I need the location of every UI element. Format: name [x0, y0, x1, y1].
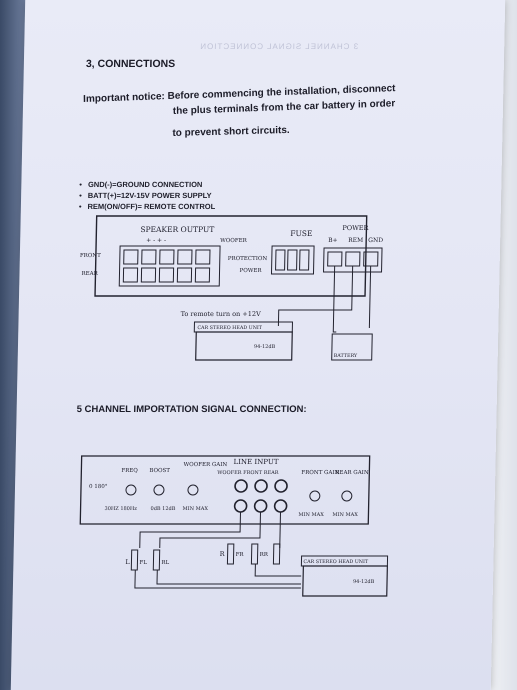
- section-heading-connections: 3, CONNECTIONS: [85, 58, 176, 70]
- remote-note: To remote turn on +12V: [181, 310, 262, 318]
- front-min-max: MIN MAX: [298, 512, 324, 518]
- cable-right: [279, 512, 282, 548]
- left-channel-label: L: [125, 558, 130, 566]
- cable-left-1: [139, 512, 242, 548]
- b-plus-label: B+: [328, 237, 338, 244]
- line-input-label: LINE INPUT: [233, 458, 278, 466]
- remote-wire: [277, 266, 354, 326]
- woofer-gain-label: WOOFER GAIN: [183, 462, 227, 468]
- amplifier-panel: [94, 215, 368, 297]
- speaker-terminal-block: [118, 245, 221, 287]
- boost-label: BOOST: [149, 468, 170, 474]
- speaker-output-label: SPEAKER OUTPUT: [140, 225, 214, 234]
- right-channel-label: R: [220, 550, 226, 558]
- amplifier-control-panel: [79, 455, 371, 525]
- signal-connection-diagram: FREQ BOOST WOOFER GAIN LINE INPUT WOOFER…: [79, 455, 389, 597]
- fuse-block: [270, 245, 315, 275]
- head-unit-1: [193, 321, 293, 361]
- head-unit-label-2: CAR STEREO HEAD UNIT: [303, 559, 369, 565]
- phase-label: 0 180°: [89, 484, 108, 490]
- fuse-label: FUSE: [290, 229, 312, 238]
- rl-label: RL: [161, 560, 169, 566]
- gnd-label: GND: [368, 237, 383, 244]
- front-gain-knob: [309, 490, 321, 502]
- front-gain-label: FRONT GAIN: [301, 470, 339, 476]
- rear-gain-knob: [341, 490, 353, 502]
- fl-label: FL: [139, 560, 147, 566]
- cable-to-head-unit-1: [134, 570, 301, 589]
- rear-min-max: MIN MAX: [332, 512, 358, 518]
- legend-gnd: GND(-)=GROUND CONNECTION: [79, 180, 203, 189]
- cable-to-head-unit-3: [254, 564, 302, 577]
- head-unit-label-1: CAR STEREO HEAD UNIT: [197, 325, 263, 331]
- head-unit-freq-1: 94-12dB: [254, 344, 276, 350]
- head-unit-freq-2: 94-12dB: [353, 579, 375, 585]
- connection-diagram: SPEAKER OUTPUT + - + - WOOFER FRONT REAR…: [80, 215, 383, 361]
- rr-label: RR: [260, 552, 269, 558]
- speaker-polarity-label: + - + -: [146, 237, 166, 244]
- bleed-through-text: 3 CHANNEL SIGNAL CONNECTION: [199, 42, 359, 51]
- power-label: POWER: [342, 224, 369, 232]
- notice-label: Important notice:: [83, 91, 165, 105]
- freq-label: FREQ: [121, 468, 138, 474]
- rear-label: REAR: [81, 271, 98, 277]
- battery-icon: [331, 333, 373, 361]
- woofer-min-max: MIN MAX: [183, 506, 209, 512]
- notice-line-2: the plus terminals from the car battery …: [172, 98, 396, 117]
- line-input-channels: WOOFER FRONT REAR: [217, 470, 279, 476]
- power-led-label: POWER: [239, 268, 262, 274]
- rca-input-jacks: [233, 479, 288, 513]
- rear-gain-label: REAR GAIN: [335, 470, 369, 476]
- boost-range-label: 0dB 12dB: [151, 506, 176, 512]
- cable-to-head-unit-2: [156, 570, 302, 585]
- notice-line-3: to prevent short circuits.: [172, 124, 290, 139]
- fr-label: FR: [236, 552, 245, 558]
- woofer-gain-knob: [187, 484, 199, 496]
- front-label: FRONT: [80, 253, 101, 259]
- battery-label: BATTERY: [334, 353, 358, 359]
- head-unit-2: [300, 555, 389, 597]
- freq-knob: [125, 484, 137, 496]
- freq-range-label: 30HZ 180Hz: [105, 506, 138, 512]
- ground-wire: [368, 266, 372, 328]
- cable-left-2: [159, 512, 262, 548]
- protection-label: PROTECTION: [228, 256, 268, 262]
- rca-plugs: [130, 543, 281, 571]
- section-heading-5ch: 5 CHANNEL IMPORTATION SIGNAL CONNECTION:: [76, 404, 307, 415]
- batt-wire: [332, 266, 337, 333]
- manual-page: 3 CHANNEL SIGNAL CONNECTION 3, CONNECTIO…: [10, 0, 506, 690]
- rem-label: REM: [348, 237, 363, 244]
- woofer-label: WOOFER: [220, 238, 248, 244]
- legend-batt: BATT(+)=12V-15V POWER SUPPLY: [79, 191, 212, 200]
- boost-knob: [153, 484, 165, 496]
